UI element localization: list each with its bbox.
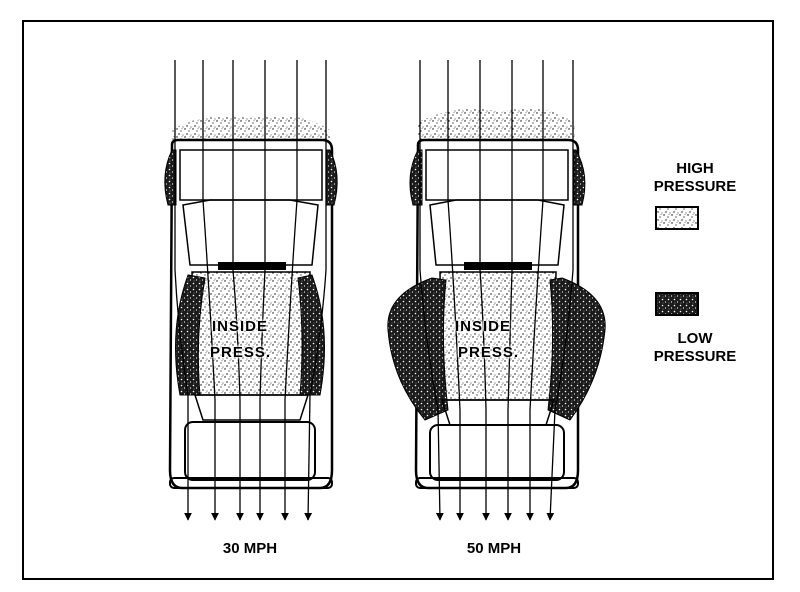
- windshield: [182, 199, 319, 266]
- rear-bumper: [169, 477, 333, 489]
- windshield: [429, 199, 565, 266]
- airflow-lines: [419, 60, 574, 521]
- legend-low-line2: PRESSURE: [653, 348, 737, 365]
- inside-press-label-line1-car1: INSIDE: [212, 318, 269, 335]
- low-pressure-zone-right: [547, 277, 606, 421]
- hood: [179, 149, 323, 201]
- airflow-line: [256, 60, 266, 521]
- roof-bar: [464, 262, 532, 270]
- inside-press-label-line2-car1: PRESS.: [210, 344, 272, 361]
- speed-label-50mph: 50 MPH: [466, 540, 522, 557]
- inside-press-label-line2-car2: PRESS.: [458, 344, 520, 361]
- inside-press-label-line1-car2: INSIDE: [455, 318, 512, 335]
- high-pressure-zone-front: [172, 115, 330, 145]
- low-pressure-swatch: [655, 292, 699, 316]
- legend-high-line2: PRESSURE: [653, 178, 737, 195]
- trunk: [184, 421, 316, 481]
- low-pressure-mirror-right: [573, 149, 586, 206]
- diagram-frame: [22, 20, 774, 580]
- high-pressure-zone-front: [418, 108, 575, 145]
- airflow-line: [232, 60, 244, 521]
- airflow-line: [504, 60, 513, 521]
- trunk: [429, 424, 565, 481]
- high-pressure-swatch: [655, 206, 699, 230]
- speed-label-30mph: 30 MPH: [222, 540, 278, 557]
- low-pressure-zone-left: [175, 274, 206, 396]
- rear-window: [193, 394, 310, 421]
- airflow-line: [419, 60, 444, 521]
- airflow-line: [174, 60, 192, 521]
- airflow-line: [546, 60, 574, 521]
- rear-bumper: [415, 477, 579, 489]
- low-pressure-zone-left: [387, 277, 449, 421]
- airflow-line: [304, 60, 327, 521]
- airflow-line: [447, 60, 464, 521]
- airflow-line: [526, 60, 544, 521]
- airflow-line: [281, 60, 298, 521]
- roof-bar: [218, 262, 286, 270]
- hood: [425, 149, 569, 201]
- low-pressure-mirror-left: [164, 149, 177, 206]
- airflow-lines: [174, 60, 327, 521]
- car-50mph: [387, 60, 606, 521]
- legend-low-line1: LOW: [677, 330, 713, 347]
- airflow-line: [202, 60, 219, 521]
- low-pressure-mirror-right: [325, 149, 338, 206]
- airflow-line: [479, 60, 490, 521]
- car-30mph: [164, 60, 338, 521]
- legend-high-line1: HIGH: [676, 160, 714, 177]
- inside-pressure-zone: [439, 271, 557, 401]
